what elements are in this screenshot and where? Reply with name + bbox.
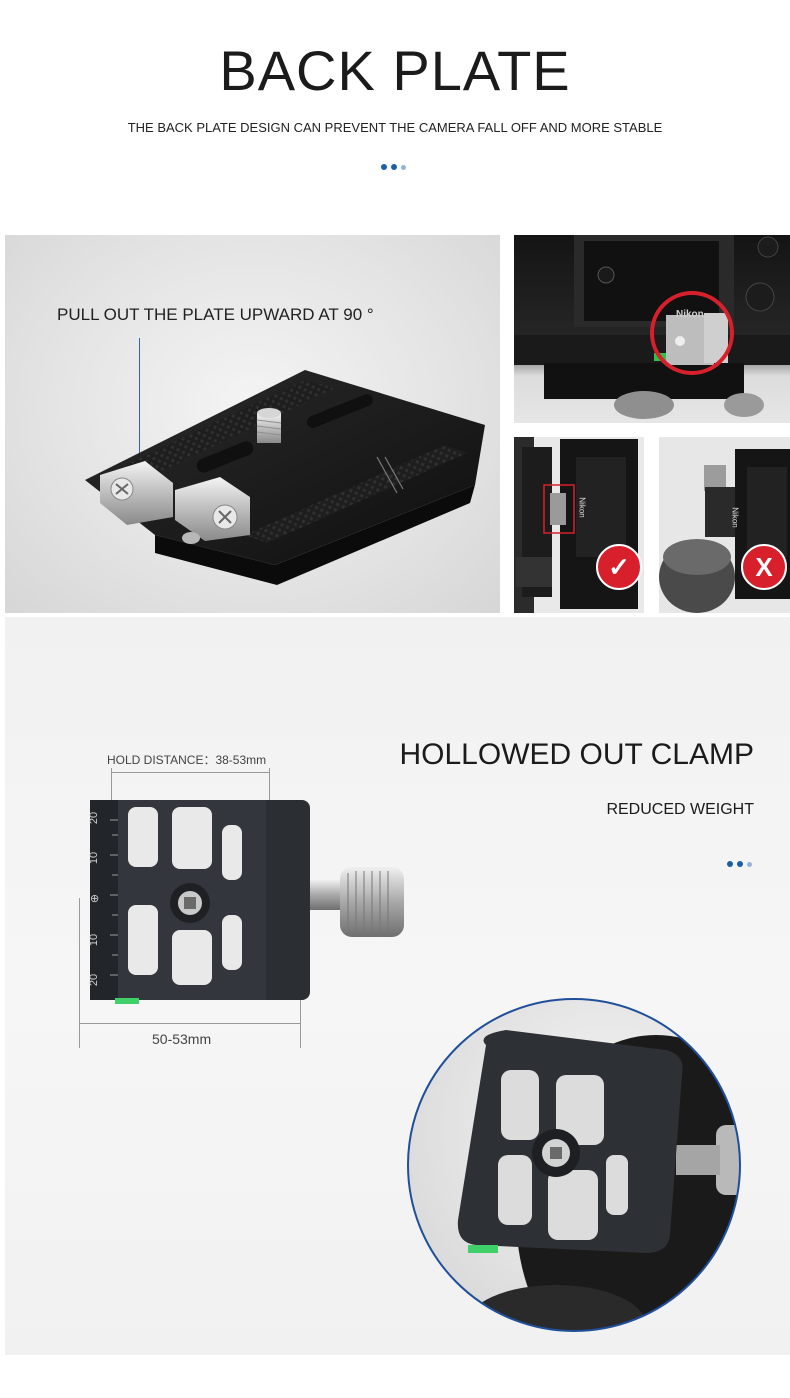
plate-caption: PULL OUT THE PLATE UPWARD AT 90 ° bbox=[57, 305, 374, 324]
clamp-closeup-circle bbox=[407, 998, 741, 1332]
clamp-top-view-illustration bbox=[90, 800, 404, 1004]
hold-distance-tick bbox=[111, 768, 112, 802]
scale-mark: 10 bbox=[88, 851, 101, 865]
hold-distance-line bbox=[111, 772, 269, 773]
clamp-subtitle: REDUCED WEIGHT bbox=[606, 801, 754, 818]
wrong-mount-photo: Nikon X bbox=[659, 437, 790, 613]
correct-mount-photo: Nikon ✓ bbox=[514, 437, 644, 613]
camera-closeup-photo: Nikon bbox=[514, 235, 790, 423]
pager-dots bbox=[381, 164, 406, 170]
dot bbox=[401, 164, 406, 170]
scale-mark: 20 bbox=[88, 973, 101, 987]
dot bbox=[391, 164, 397, 170]
plate-photo-panel: PULL OUT THE PLATE UPWARD AT 90 ° bbox=[5, 235, 500, 613]
clamp-width-tick bbox=[79, 898, 80, 1048]
pager-dots bbox=[727, 861, 752, 867]
clamp-title: HOLLOWED OUT CLAMP bbox=[399, 738, 754, 771]
dot bbox=[381, 164, 387, 170]
wrong-badge-icon: X bbox=[741, 544, 787, 590]
dot bbox=[747, 861, 752, 867]
clamp-width-line bbox=[79, 1023, 300, 1024]
camera-side-correct-illustration bbox=[514, 437, 638, 613]
scale-mark: 20 bbox=[88, 811, 101, 825]
scale-mark: 10 bbox=[88, 933, 101, 947]
camera-back-illustration bbox=[514, 235, 790, 419]
page-title: BACK PLATE bbox=[219, 39, 571, 102]
camera-brand-text: Nikon bbox=[577, 497, 587, 518]
camera-brand-text: Nikon bbox=[676, 309, 704, 320]
clamp-width-label: 50-53mm bbox=[152, 1031, 212, 1047]
caption-pointer-line bbox=[139, 338, 140, 498]
page-subtitle: THE BACK PLATE DESIGN CAN PREVENT THE CA… bbox=[127, 120, 663, 135]
hold-distance-label: HOLD DISTANCE：38-53mm bbox=[107, 753, 267, 767]
dot bbox=[727, 861, 733, 867]
clamp-width-tick bbox=[300, 985, 301, 1048]
hold-distance-tick bbox=[269, 768, 270, 802]
scale-mark: ⊕ bbox=[90, 893, 100, 905]
dot bbox=[737, 861, 743, 867]
clamp-scale: 20 10 ⊕ 10 20 bbox=[88, 812, 108, 992]
quick-release-plate-illustration bbox=[85, 370, 485, 585]
camera-brand-text: Nikon bbox=[730, 507, 740, 528]
correct-badge-icon: ✓ bbox=[596, 544, 642, 590]
